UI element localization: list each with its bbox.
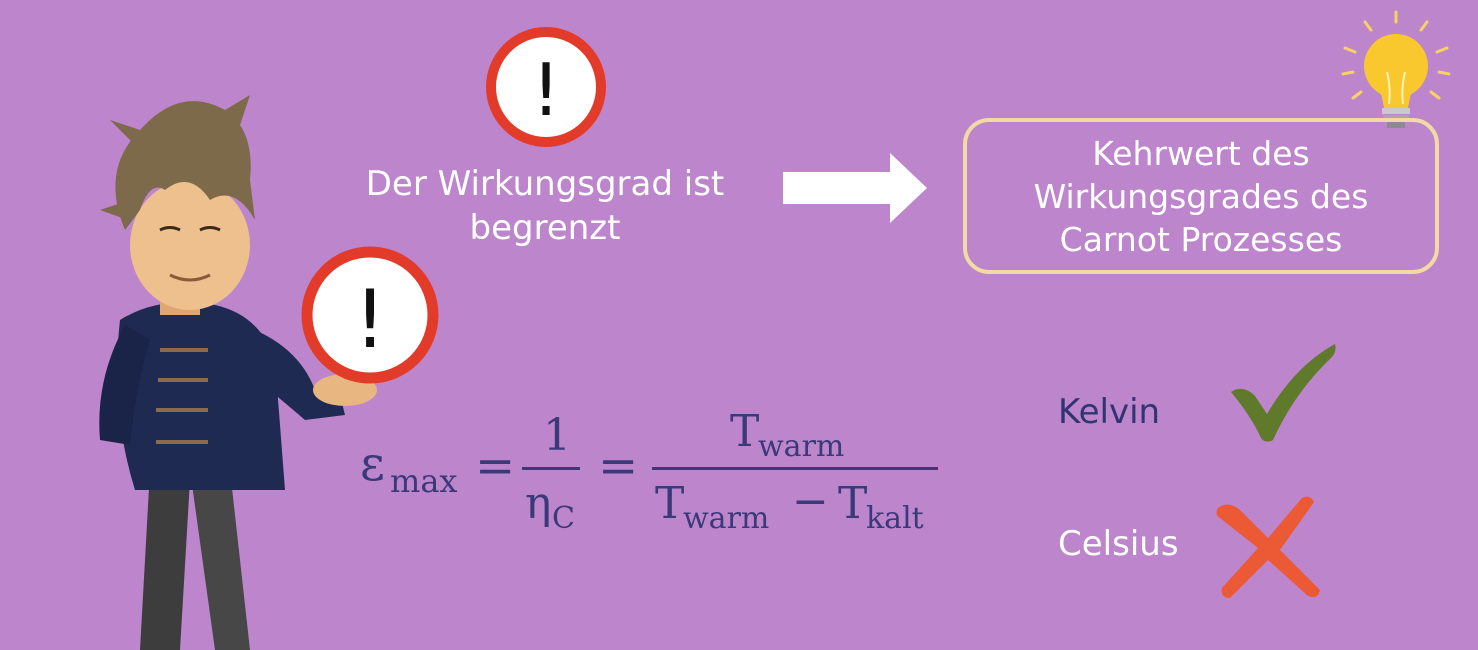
formula-lhs-sub: max [390,462,457,500]
hint-box: Kehrwert des Wirkungsgrades des Carnot P… [963,118,1439,274]
formula: ε max = 1 η C = T warm T warm − T kalt [360,406,938,536]
hint-line-1: Kehrwert des [1092,133,1310,173]
warning-sign-symbol: ! [532,48,561,132]
lightbulb-icon [1341,10,1451,128]
unit-kelvin-label: Kelvin [1058,392,1161,432]
formula-frac1-num: 1 [543,410,571,461]
hint-line-2: Wirkungsgrades des [1033,176,1369,216]
warning-line-2: begrenzt [469,208,621,248]
formula-frac2-den-b-symbol: T [838,478,867,529]
held-warning-sign-icon: ! [301,246,439,384]
formula-frac1-bar [522,467,580,470]
formula-frac2-den-a-sub: warm [683,501,769,536]
cross-icon [1216,496,1320,598]
formula-frac2-den-a-symbol: T [655,478,684,529]
formula-frac2-bar [652,467,938,470]
formula-equals-2: = [598,438,638,494]
formula-frac1-den-symbol: η [525,478,551,529]
formula-equals-1: = [475,438,515,494]
checkmark-icon [1231,344,1336,442]
formula-frac1-den-sub: C [552,501,575,536]
warning-sign-icon: ! [486,27,606,147]
formula-minus: − [792,476,829,527]
formula-frac2-num-sub: warm [758,429,844,464]
formula-frac2-den-b-sub: kalt [866,501,924,536]
formula-frac2-num-symbol: T [730,406,759,457]
character-illustration [99,95,377,650]
warning-text: Der Wirkungsgrad ist begrenzt [330,162,760,250]
unit-celsius-label: Celsius [1058,524,1179,564]
held-warning-sign-symbol: ! [354,273,386,366]
formula-lhs-symbol: ε [360,436,385,492]
warning-line-1: Der Wirkungsgrad ist [365,164,725,204]
arrow-right-icon [783,153,927,223]
hint-line-3: Carnot Prozesses [1059,219,1343,259]
